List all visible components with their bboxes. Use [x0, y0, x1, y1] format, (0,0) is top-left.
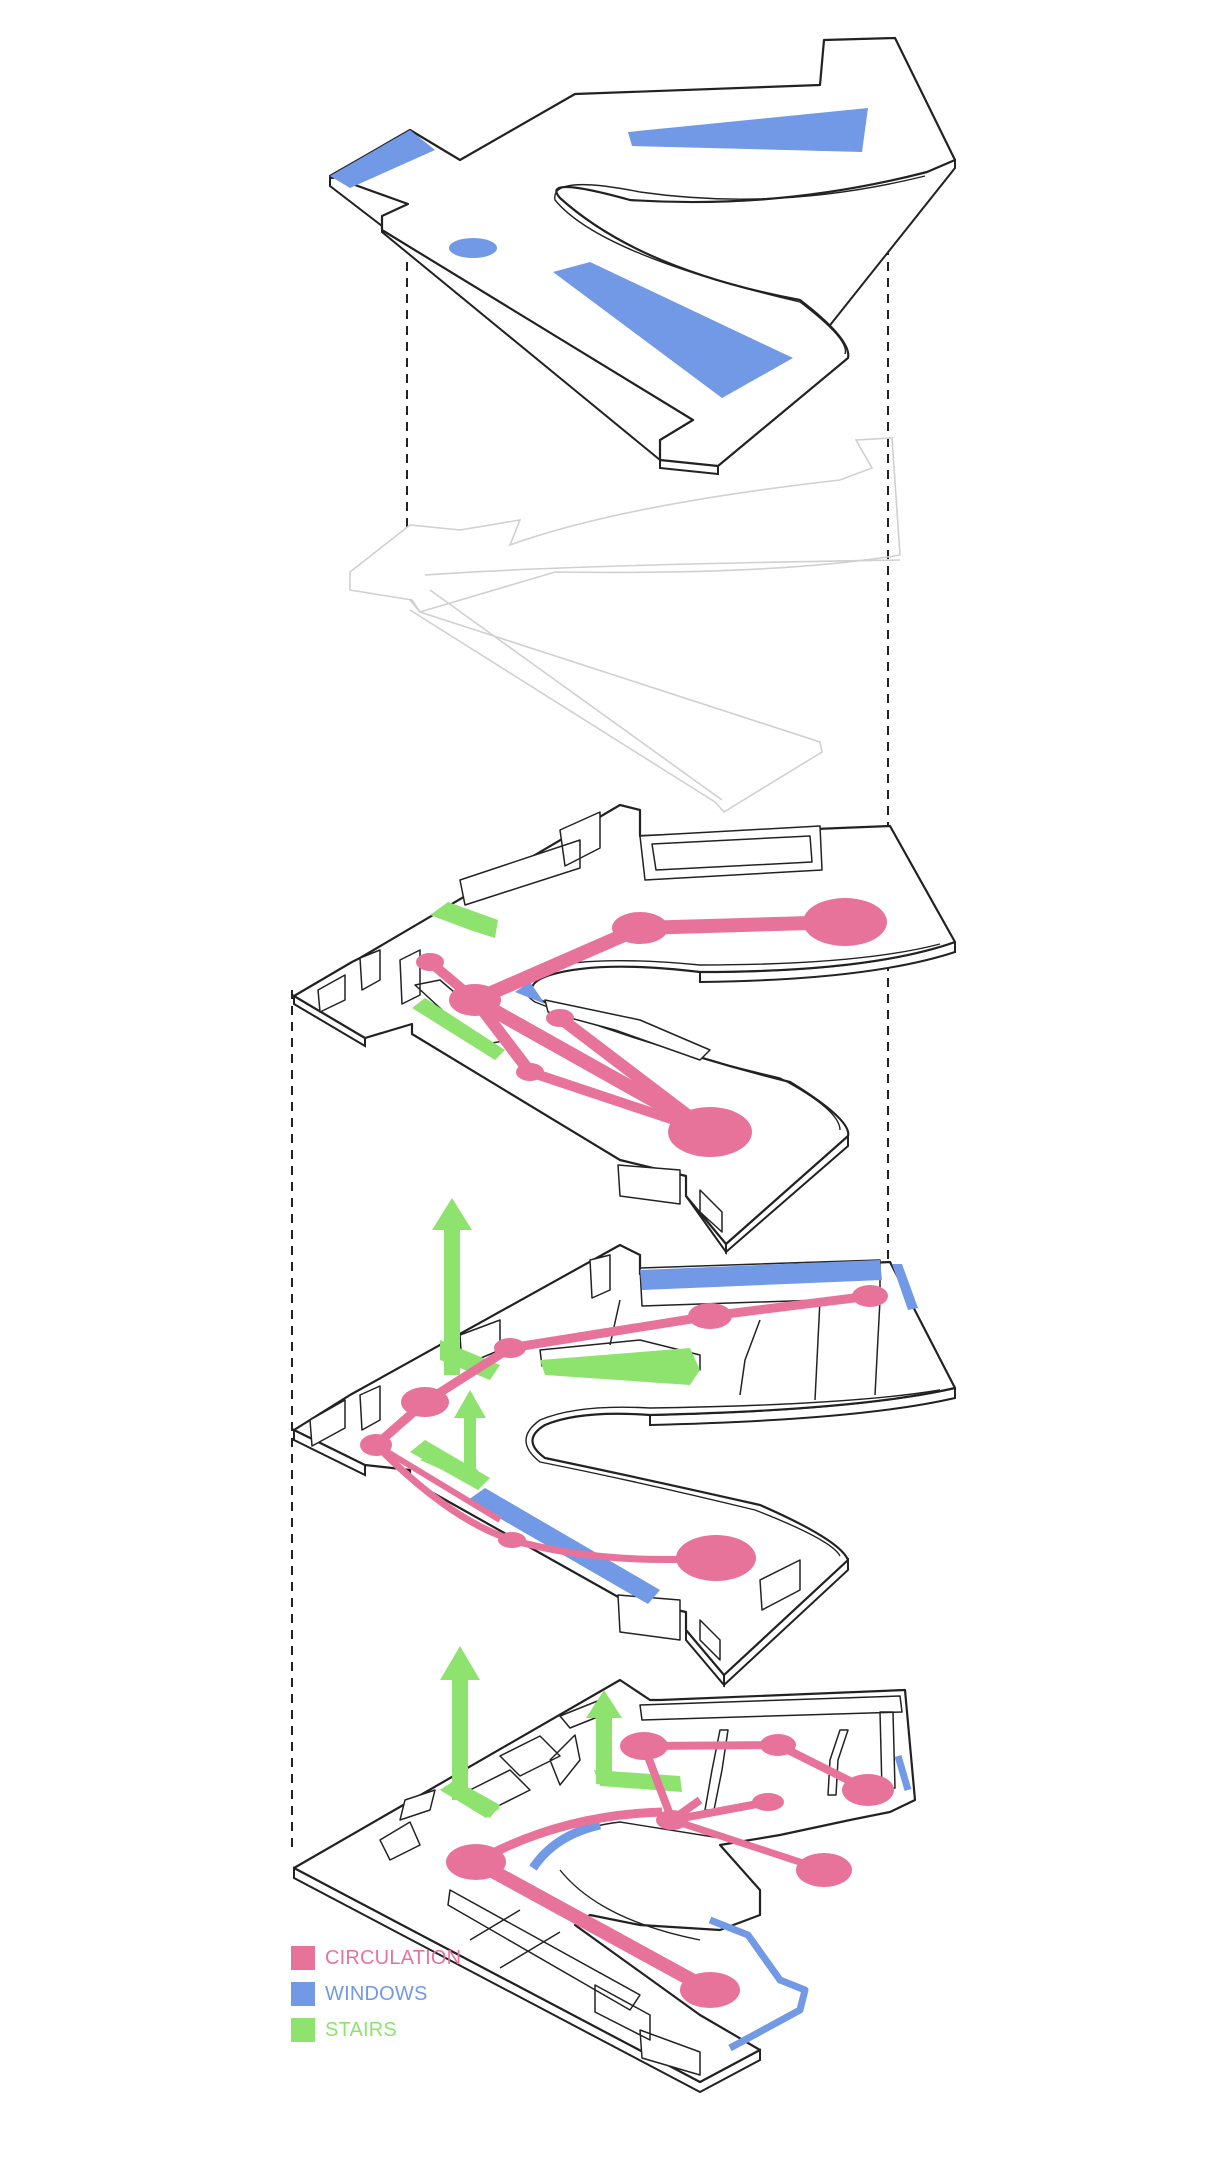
level-3-stair-lower [412, 998, 505, 1060]
level-1-circulation [446, 1732, 894, 2008]
circ-node [449, 984, 501, 1016]
up-arrow-icon [454, 1390, 486, 1470]
level-2-slab-thickness [293, 1387, 956, 1688]
circ-node [688, 1303, 732, 1329]
circ-node [546, 1009, 574, 1027]
circ-node [796, 1853, 852, 1887]
level-3-slab-thickness [293, 941, 956, 1256]
level-2-circulation [360, 1285, 888, 1581]
level-3-circulation [416, 898, 887, 1157]
circ-node [680, 1972, 740, 2008]
circ-node [656, 1810, 688, 1830]
level-1 [292, 1646, 917, 2094]
circ-path [471, 993, 714, 1139]
level-1-slab [292, 1678, 917, 2084]
roof-skylight-left [330, 130, 435, 188]
circ-node [416, 953, 444, 971]
circulation-swatch-icon [291, 1946, 315, 1970]
level-1-up-arrows [440, 1646, 622, 1818]
legend-item-stairs: STAIRS [291, 2012, 461, 2048]
roof-inner-curve [554, 175, 926, 355]
level-3-window [515, 982, 545, 1004]
circ-path [509, 1311, 711, 1353]
legend-item-circulation: CIRCULATION [291, 1940, 461, 1976]
level-2 [292, 1198, 957, 1688]
circ-node [612, 912, 668, 944]
ghost-slab-outline [349, 437, 901, 613]
up-arrow-icon [432, 1198, 472, 1375]
roof-level [328, 36, 957, 476]
circ-node [446, 1844, 506, 1880]
circ-path [472, 1855, 714, 1997]
level-2-up-arrows [420, 1198, 486, 1482]
circ-node [620, 1732, 668, 1760]
level-3-stair-upper [430, 902, 498, 938]
up-arrow-base [440, 1790, 500, 1818]
level-2-inner-curve [525, 1389, 941, 1557]
ghost-inner-line [424, 559, 901, 801]
legend-label-stairs: STAIRS [325, 2018, 397, 2041]
legend-label-windows: WINDOWS [325, 1982, 428, 2005]
up-arrow-icon [440, 1646, 480, 1800]
up-arrow-base [420, 1450, 478, 1482]
circ-node [760, 1734, 796, 1756]
level-2-window-diagonal [468, 1488, 660, 1604]
level-2-stair-upper [540, 1348, 700, 1385]
circ-node [668, 1107, 752, 1157]
up-arrow-icon [586, 1690, 622, 1784]
circ-node [842, 1774, 894, 1806]
level-2-window-top [640, 1260, 882, 1290]
level-2-window-right [892, 1264, 918, 1310]
circ-node [676, 1535, 756, 1581]
circ-node [852, 1285, 888, 1307]
circ-path [472, 921, 643, 1007]
ghost-slab-lower [409, 599, 823, 814]
circ-node [360, 1434, 392, 1456]
legend-label-circulation: CIRCULATION [325, 1946, 462, 1969]
circ-node [498, 1532, 526, 1548]
roof-skylight-diagonal [553, 262, 793, 398]
alignment-guides [291, 182, 889, 1850]
windows-swatch-icon [291, 1982, 315, 2006]
circ-node [494, 1338, 526, 1358]
stairs-swatch-icon [291, 2018, 315, 2042]
circ-node [516, 1063, 544, 1081]
circ-path [374, 1442, 502, 1523]
level-3 [292, 803, 957, 1256]
circ-path [709, 1291, 871, 1321]
circ-path [670, 1816, 826, 1874]
circ-node [803, 898, 887, 946]
ghost-level [349, 437, 901, 814]
legend: CIRCULATION WINDOWS STAIRS [291, 1940, 461, 2048]
roof-skylight-top [628, 108, 868, 152]
roof-skylight-round [449, 238, 497, 258]
circ-path [671, 1798, 769, 1824]
level-1-window-curve [529, 1820, 602, 1871]
level-1-window-lower [708, 1916, 809, 2052]
circ-node [752, 1793, 784, 1811]
legend-item-windows: WINDOWS [291, 1976, 461, 2012]
level-1-window-right [894, 1755, 912, 1791]
circ-node [401, 1387, 449, 1417]
